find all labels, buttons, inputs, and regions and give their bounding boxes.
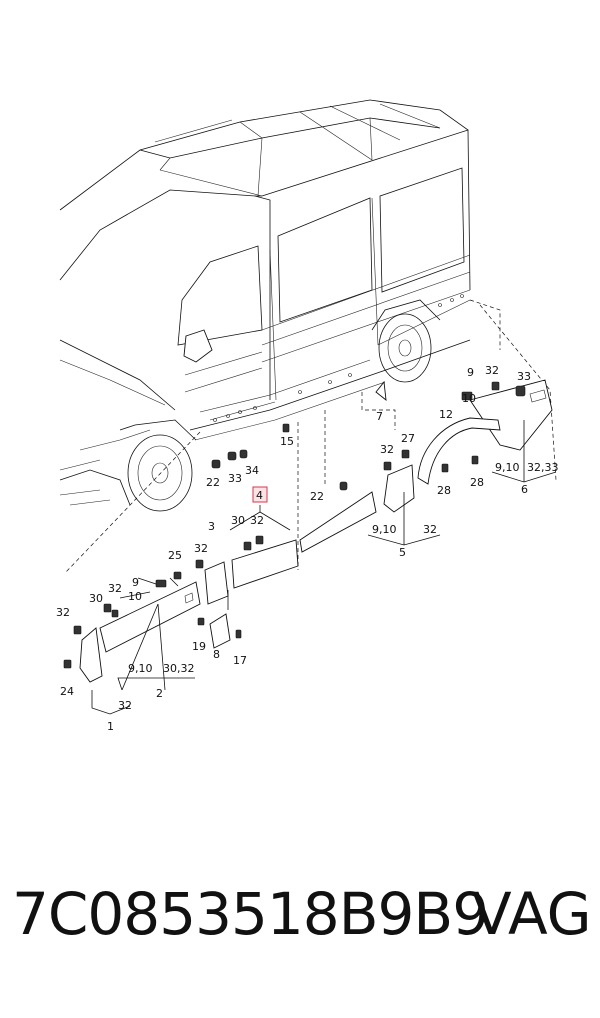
callout-19: 19 [192,640,206,653]
brand-label: VAG [472,880,592,948]
leader-lines [91,420,557,715]
callout-28-left: 28 [437,484,451,497]
callout-28-right: 28 [470,476,484,489]
part-1-front-corner [79,627,103,683]
part-4-moulding [231,539,299,589]
callout-9-left: 9 [132,576,139,589]
callout-12: 12 [439,408,453,421]
dashed-leaders [65,299,557,573]
callout-6: 6 [521,483,528,496]
callout-33-right: 33 [517,370,531,383]
callout-1: 1 [107,720,114,733]
callout-labels: 1 32 2 9,10 30,32 3 4 5 9,10 32 6 9,10 3… [56,364,559,733]
callout-2: 2 [156,687,163,700]
callout-32-b: 32 [108,582,122,595]
callout-22-left: 22 [206,476,220,489]
callout-3: 3 [208,520,215,533]
part-8-cover [209,613,231,649]
callout-9-10-group5: 9,10 [372,523,397,536]
part-3-insert [204,561,229,605]
callout-9-10-group2: 9,10 [128,662,153,675]
part-12-wheel-arch [417,417,501,485]
callout-10-left: 10 [128,590,142,603]
callout-4-highlight [252,486,268,503]
callout-32-a: 32 [56,606,70,619]
van-illustration [59,99,471,512]
part-5-rear-corner [383,464,415,513]
callout-17: 17 [233,654,247,667]
part-7-cap [375,380,387,402]
part-number: 7C0853518B9B9 [12,880,489,948]
parts-diagram: 1 32 2 9,10 30,32 3 4 5 9,10 32 6 9,10 3… [56,99,559,733]
callout-32-d: 32 [250,514,264,527]
part-4-moulding-rear [299,491,377,553]
callout-32-group1: 32 [118,699,132,712]
callout-9-10-group6: 9,10 [495,461,520,474]
footer: 7C0853518B9B9 VAG [0,880,600,990]
callout-10-right: 10 [462,392,476,405]
callout-32-group5: 32 [423,523,437,536]
part-2-moulding [99,581,201,653]
callout-4: 4 [256,489,263,502]
part-6-rear-panel [469,379,553,451]
callout-5: 5 [399,546,406,559]
callout-25: 25 [168,549,182,562]
callout-30-mid: 30 [231,514,245,527]
callout-34: 34 [245,464,259,477]
clips [63,381,526,669]
callout-32-c: 32 [194,542,208,555]
callout-27: 27 [401,432,415,445]
callout-9-right: 9 [467,366,474,379]
callout-24: 24 [60,685,74,698]
callout-8: 8 [213,648,220,661]
callout-22-mid: 22 [310,490,324,503]
callout-30-32-group2: 30,32 [163,662,195,675]
callout-32-f: 32 [485,364,499,377]
callout-7: 7 [376,410,383,423]
callout-32-33-group6: 32,33 [527,461,559,474]
callout-33-left: 33 [228,472,242,485]
callout-30-left: 30 [89,592,103,605]
callout-32-e: 32 [380,443,394,456]
callout-15: 15 [280,435,294,448]
